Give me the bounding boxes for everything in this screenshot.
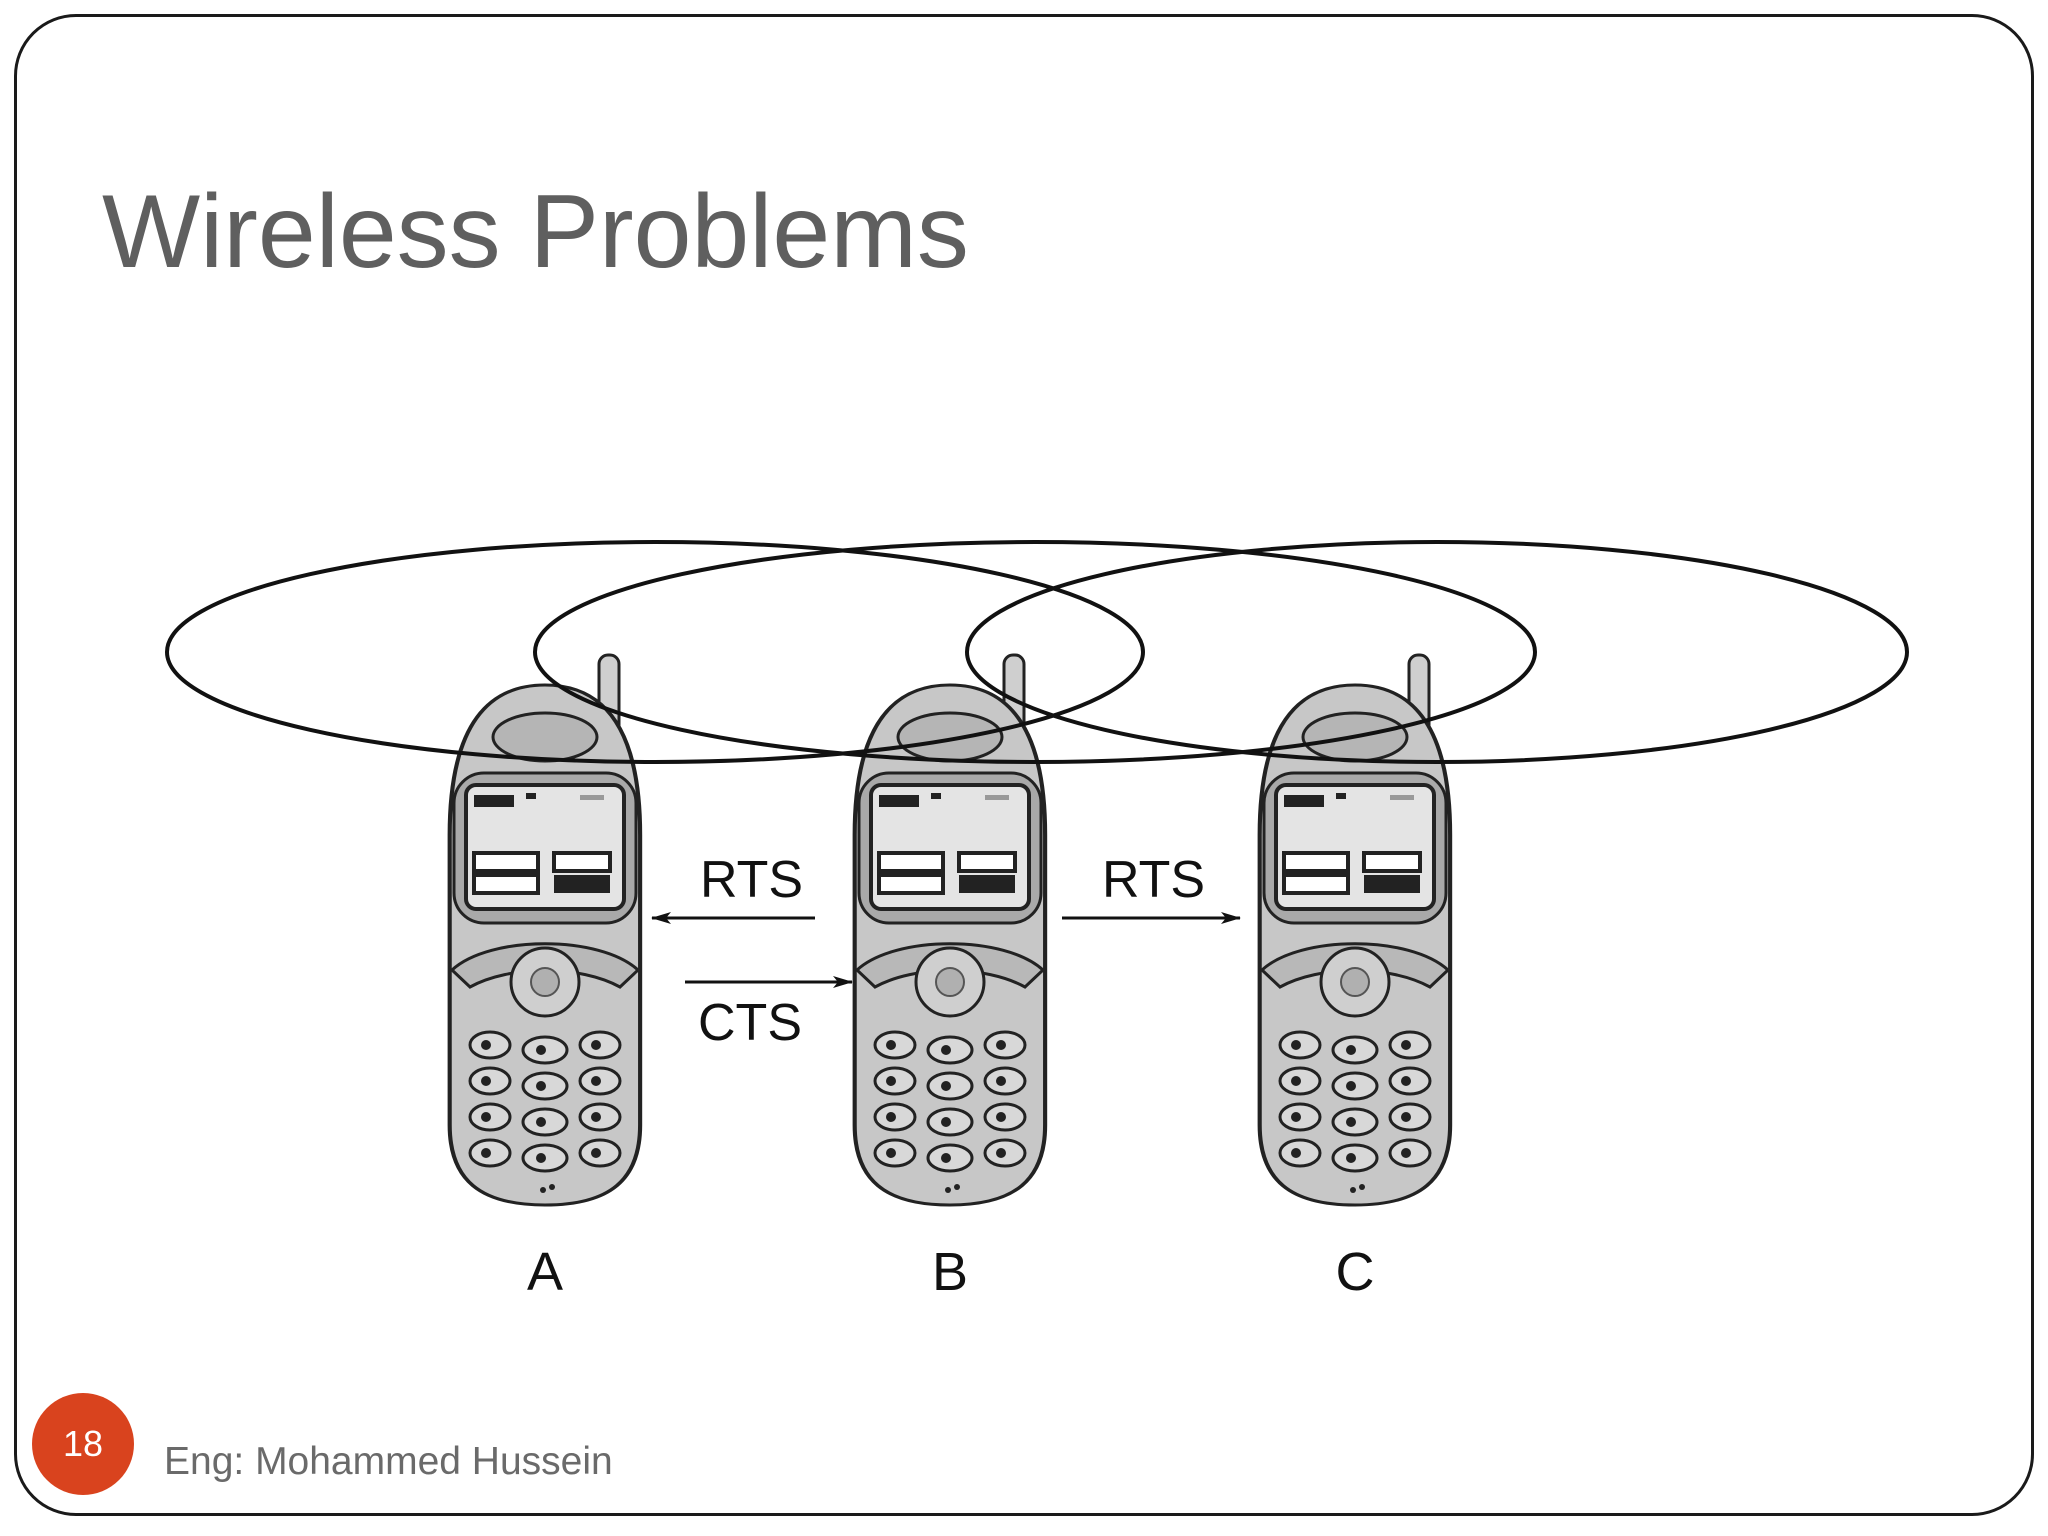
- range-ellipse-c: [965, 540, 1909, 764]
- footer-author: Eng: Mohammed Hussein: [164, 1440, 613, 1483]
- slide-title: Wireless Problems: [102, 174, 969, 290]
- label-rts-left: RTS: [700, 851, 803, 909]
- node-label-c: C: [1336, 1242, 1375, 1302]
- range-ellipse-a: [165, 540, 1145, 764]
- label-rts-right: RTS: [1102, 851, 1205, 909]
- node-label-a: A: [527, 1242, 563, 1302]
- range-ellipse-b: [533, 540, 1537, 764]
- phone-b: [852, 653, 1048, 1207]
- page-number-badge: 18: [32, 1393, 134, 1495]
- node-label-b: B: [932, 1242, 968, 1302]
- phone-a: [447, 653, 643, 1207]
- label-cts: CTS: [698, 994, 802, 1052]
